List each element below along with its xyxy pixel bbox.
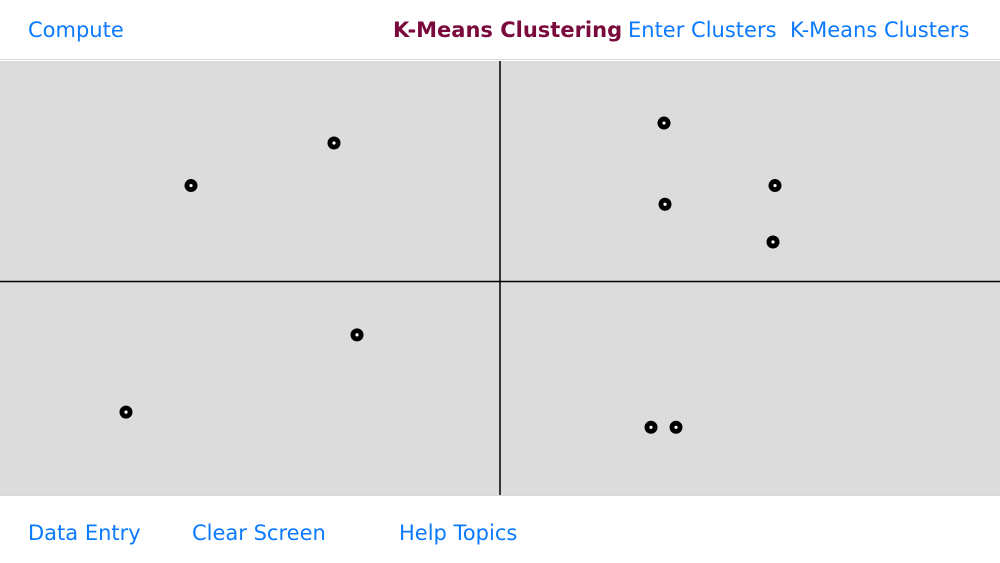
top-toolbar: Compute K-Means Clustering Enter Cluster… [0,0,1000,60]
points-layer [119,116,782,434]
kmeans-clusters-button[interactable]: K-Means Clusters [790,18,970,42]
data-point[interactable] [768,179,782,193]
data-point[interactable] [658,197,672,211]
help-topics-button[interactable]: Help Topics [399,521,518,545]
data-point[interactable] [327,136,341,150]
data-point-center [674,425,678,429]
data-point[interactable] [184,179,198,193]
data-point[interactable] [119,405,133,419]
compute-button[interactable]: Compute [28,18,124,42]
data-point-center [771,240,775,244]
data-point-center [649,425,653,429]
scatter-plot[interactable] [0,61,1000,495]
clear-screen-button[interactable]: Clear Screen [192,521,326,545]
data-point-center [189,183,193,188]
data-point[interactable] [657,116,671,130]
data-point-center [663,202,667,206]
data-point-center [662,121,666,125]
data-point-center [332,141,336,145]
bottom-toolbar: Data Entry Clear Screen Help Topics [0,495,1000,563]
data-point[interactable] [644,420,658,434]
enter-clusters-button[interactable]: Enter Clusters [628,18,777,42]
plot-canvas[interactable] [0,61,1000,495]
data-point[interactable] [766,235,780,249]
data-point-center [773,183,777,188]
data-point-center [355,333,359,337]
data-point[interactable] [350,328,364,342]
page-title: K-Means Clustering [393,18,623,42]
data-point[interactable] [669,420,683,434]
data-point-center [124,410,128,414]
data-entry-button[interactable]: Data Entry [28,521,141,545]
